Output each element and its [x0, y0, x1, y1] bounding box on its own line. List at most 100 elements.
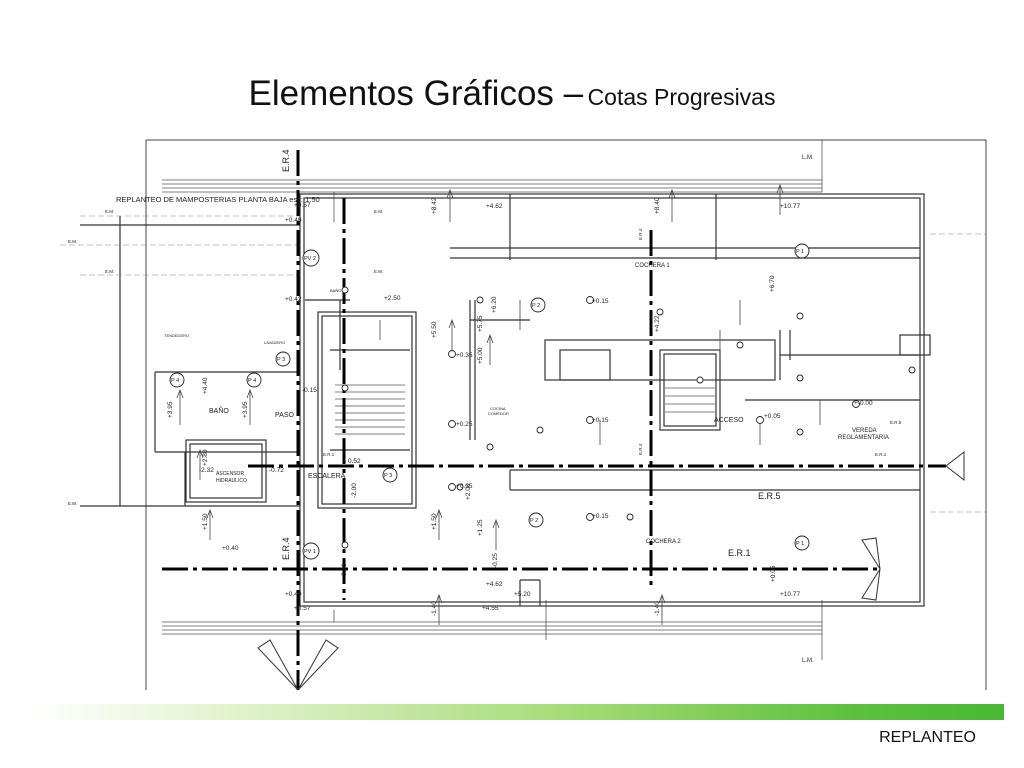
slide-title-sub: Cotas Progresivas: [587, 84, 776, 110]
dim-025: +0.25: [456, 421, 473, 428]
dim-250: +2.50: [384, 295, 401, 302]
em-label-4: E.M.: [68, 501, 77, 506]
dim-670: +6.70: [769, 275, 776, 292]
slide-title-main: Elementos Gráficos –: [248, 74, 584, 113]
floor-plan-drawing: REPLANTEO DE MAMPOSTERIAS PLANTA BAJA es…: [60, 139, 987, 691]
dim-840: +8.40: [654, 197, 661, 214]
axis-label-er5-small: E.R.5: [890, 420, 902, 425]
dim-m232: -2.32: [199, 467, 214, 474]
dim-520: +5.20: [514, 591, 531, 598]
lm-label-top: L.M.: [802, 155, 814, 161]
dim-575: +5.75: [477, 315, 484, 332]
dim-395-b: +3.95: [242, 401, 249, 418]
room-ascensor-2: HIDRAULICO: [216, 478, 247, 484]
dim-m140-a: -1.40: [431, 601, 438, 616]
plan-frame: [145, 139, 987, 690]
dim-057-top: +0.57: [294, 202, 311, 209]
dim-035: +0.35: [456, 352, 473, 359]
dim-015-a: +0.15: [592, 298, 609, 305]
pillar-p2a: P 2: [532, 303, 540, 309]
dim-125: +1.25: [477, 519, 484, 536]
room-lavadero: LAVADERO: [264, 340, 285, 345]
dim-1077-bottom: +10.77: [780, 591, 800, 598]
dim-015-b: +0.15: [592, 417, 609, 424]
building-walls: [80, 193, 931, 607]
dim-150-b: +1.50: [431, 513, 438, 530]
room-cocina: COCINA: [490, 406, 506, 411]
dim-462-bottom: +4.62: [486, 581, 503, 588]
dim-395-a: +3.95: [167, 401, 174, 418]
level-markers: [341, 286, 916, 549]
dimension-arrows: [176, 183, 821, 625]
room-vereda: VEREDA: [852, 428, 877, 434]
dim-200-a: -2.00: [351, 483, 358, 498]
room-cochera2: COCHERA 2: [646, 539, 681, 545]
pillar-p3b: P 3: [384, 473, 392, 479]
dim-005: +0.05: [764, 413, 781, 420]
axis-label-er1-small-2: E.R.1: [323, 452, 335, 457]
em-label-3: E.M.: [105, 269, 114, 274]
accent-gradient-bar: [28, 704, 1004, 720]
dim-550: +5.50: [431, 321, 438, 338]
dim-350: 3.50: [341, 563, 348, 576]
dim-455: +4.55: [482, 605, 499, 612]
dim-040-b: +0.40: [222, 545, 239, 552]
room-cochera1: COCHERA 1: [635, 263, 670, 269]
pillar-p2b: P 2: [530, 518, 538, 524]
property-lines: [60, 215, 986, 513]
street-strips: [162, 140, 823, 660]
dim-m015: -0.15: [302, 387, 317, 394]
dim-440: +4.40: [202, 377, 209, 394]
em-label-1: E.M.: [105, 209, 114, 214]
dim-015-c: +0.15: [592, 513, 609, 520]
room-vereda-2: REGLAMENTARIA: [838, 435, 889, 441]
room-tendedero: TENDEDERO: [164, 333, 189, 338]
room-escalera: ESCALERA: [308, 473, 346, 480]
pillar-pv2: PV 2: [304, 256, 316, 262]
dim-m025: -0.25: [492, 553, 499, 568]
pillar-p4b: P 4: [248, 378, 256, 384]
slide-title: Elementos Gráficos – Cotas Progresivas: [0, 74, 1024, 114]
dim-000: +-0.00: [854, 400, 873, 407]
axis-label-er4-bottom: E.R.4: [281, 537, 291, 560]
room-bano: BAÑO: [209, 406, 229, 415]
dim-m140-b: -1.40: [654, 601, 661, 616]
dim-057-bottom: +0.57: [294, 605, 311, 612]
em-label-2: E.M.: [68, 239, 77, 244]
room-acceso: ACCESO: [714, 417, 744, 424]
pillar-p1b: P 1: [796, 541, 804, 547]
dim-280: +2.80: [202, 449, 209, 466]
room-ascensor: ASCENSOR: [216, 471, 244, 477]
dim-m072: -0.72: [269, 467, 284, 474]
stair-treads: [335, 379, 715, 435]
pillar-pv1: PV 1: [304, 549, 316, 555]
dim-035-b: +0.35: [456, 483, 473, 490]
dim-040-top: +0.40: [285, 217, 302, 224]
room-paso: PASO: [275, 412, 294, 419]
dim-842: +8.42: [431, 197, 438, 214]
dim-462-top: +4.62: [486, 203, 503, 210]
axis-label-er1: E.R.1: [728, 548, 751, 558]
dim-005-b: +0.05: [770, 565, 777, 582]
room-cocina-2: COMEDOR: [488, 411, 509, 416]
dim-1077-top: +10.77: [780, 203, 800, 210]
pillar-p3a: P 3: [277, 357, 285, 363]
axis-label-er4-mid1: E.R.4: [638, 228, 643, 240]
pillar-p4a: P 4: [171, 378, 179, 384]
axis-lines: [162, 150, 946, 690]
axis-label-er1-small: E.R.1: [875, 452, 887, 457]
axis-label-er4-mid2: E.R.4: [638, 443, 643, 455]
axis-label-er5: E.R.5: [758, 491, 781, 501]
dim-052: 0.52: [348, 458, 361, 465]
plan-caption: REPLANTEO DE MAMPOSTERIAS PLANTA BAJA es…: [116, 195, 320, 204]
room-bano-small: BAÑO: [330, 288, 341, 293]
axis-label-er4-top: E.R.4: [281, 149, 291, 172]
dim-200-b: +2.00: [465, 483, 472, 500]
dim-500: +5.00: [477, 347, 484, 364]
dim-150-a: +1.50: [202, 513, 209, 530]
lm-label-bottom: L.M.: [802, 658, 814, 664]
dim-422: +4.22: [654, 315, 661, 332]
dim-040-c: +0.40: [285, 591, 302, 598]
em-label-5: E.M.: [374, 209, 383, 214]
dim-620: +6.20: [491, 296, 498, 313]
